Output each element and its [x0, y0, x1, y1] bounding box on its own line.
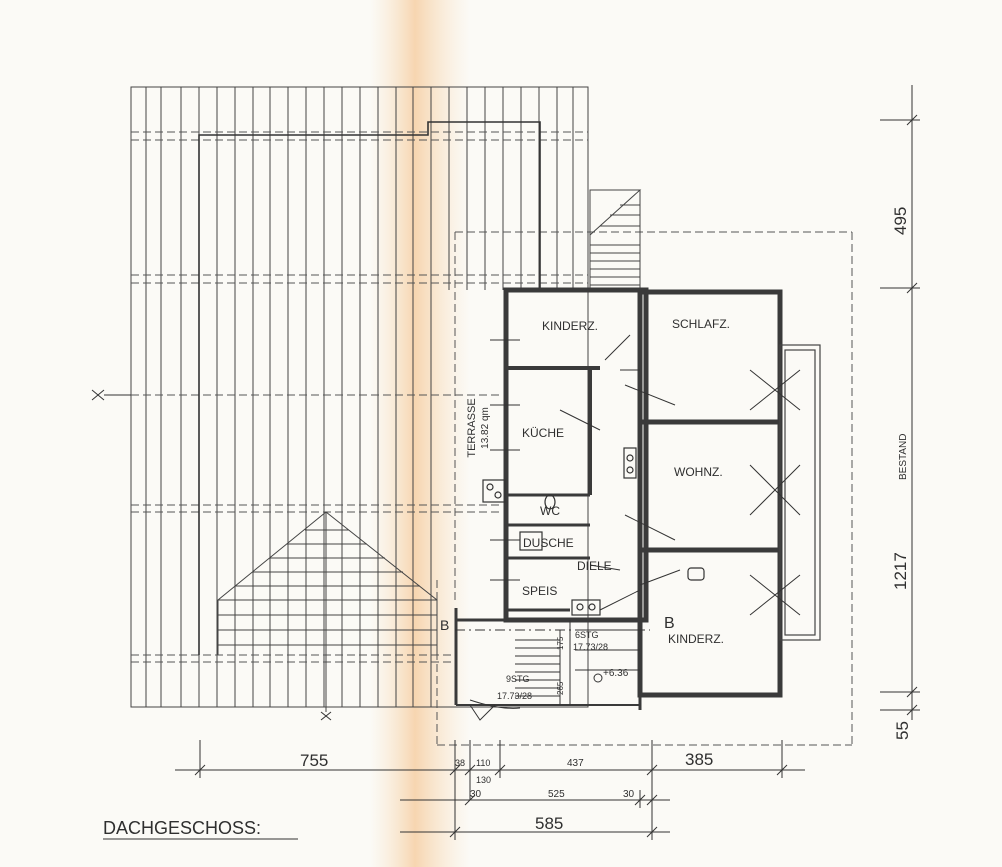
dim-110: 110	[476, 758, 490, 768]
dimension-lines	[175, 85, 920, 840]
dim-495: 495	[891, 207, 910, 235]
stair-lower-ratio: 17.73/28	[497, 691, 532, 701]
room-kinderz-bottom: KINDERZ.	[668, 632, 724, 646]
dim-130: 130	[476, 775, 491, 785]
stair-lower-count: 9STG	[506, 674, 530, 684]
roof-hip-triangle	[217, 511, 438, 712]
room-kinderz-top: KINDERZ.	[542, 319, 598, 333]
dimension-labels: 755 38 110 130 437 385 30 525 30 585 495…	[300, 207, 912, 833]
stair-small-a: 175	[556, 636, 565, 650]
bestand-label: BESTAND	[898, 434, 909, 481]
stair-small-b: 265	[556, 681, 565, 695]
paper-stain	[370, 0, 470, 867]
level-label: +6.36	[603, 668, 629, 679]
drawing-title: DACHGESCHOSS:	[103, 818, 261, 838]
dim-30-left: 30	[470, 789, 482, 800]
room-kueche: KÜCHE	[522, 426, 564, 440]
dim-525: 525	[548, 789, 565, 800]
roof-dashed-lines	[131, 131, 853, 746]
terrace-area: 13.82 qm	[480, 407, 491, 449]
door-swings	[559, 334, 681, 611]
room-schlafz: SCHLAFZ.	[672, 317, 730, 331]
dim-755: 755	[300, 751, 328, 770]
dim-585: 585	[535, 814, 563, 833]
stair-upper-ratio: 17.73/28	[573, 642, 608, 652]
room-diele: DIELE	[577, 559, 612, 573]
dim-38: 38	[455, 758, 465, 768]
terrace-name: TERRASSE	[466, 398, 478, 457]
room-dusche: DUSCHE	[523, 536, 574, 550]
fixtures	[482, 447, 705, 616]
dim-30-right: 30	[623, 789, 635, 800]
section-mark-left: B	[440, 617, 449, 633]
terrace-label: TERRASSE 13.82 qm	[466, 398, 491, 457]
axis-markers	[91, 389, 332, 721]
section-mark-right: B	[664, 615, 675, 632]
room-wc: WC	[540, 504, 560, 518]
balcony	[779, 344, 821, 641]
stair-upper-count: 6STG	[575, 630, 599, 640]
room-wohnz: WOHNZ.	[674, 465, 723, 479]
roof-ridge-outline	[198, 121, 541, 655]
dim-437: 437	[567, 758, 584, 769]
level-marker	[593, 673, 603, 683]
room-speis: SPEIS	[522, 584, 557, 598]
dim-385: 385	[685, 750, 713, 769]
dim-55: 55	[893, 721, 912, 740]
dim-1217: 1217	[891, 552, 910, 590]
window-markers	[490, 339, 801, 616]
roof-stair-hatch	[589, 189, 642, 291]
room-labels: KINDERZ. SCHLAFZ. KÜCHE WOHNZ. WC DUSCHE…	[522, 317, 730, 646]
